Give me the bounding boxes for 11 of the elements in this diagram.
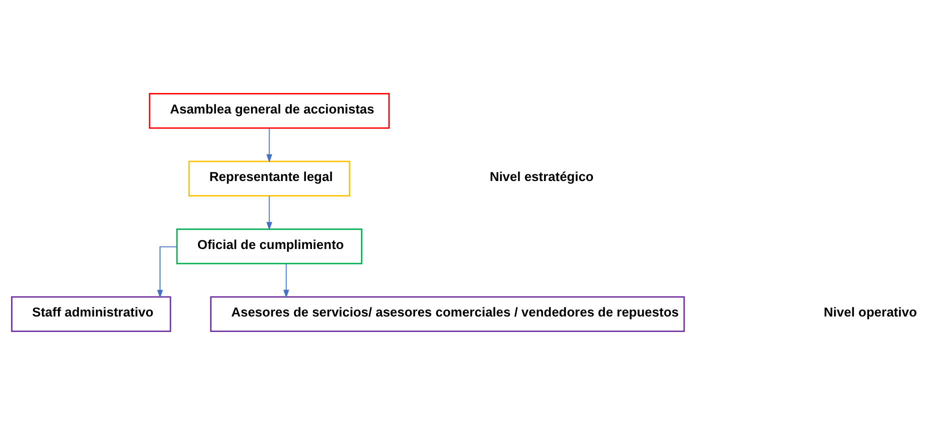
label: Nivel estratégico bbox=[490, 169, 594, 184]
node-box: Asamblea general de accionistas bbox=[148, 93, 390, 129]
arrow bbox=[283, 263, 290, 298]
label: Nivel operativo bbox=[824, 304, 917, 320]
arrow bbox=[157, 246, 178, 298]
arrow bbox=[266, 128, 272, 163]
arrow bbox=[266, 196, 272, 230]
node-box: Staff administrativo bbox=[11, 296, 172, 332]
node-box: Oficial de cumplimiento bbox=[176, 228, 362, 264]
node-box: Representante legal bbox=[188, 160, 350, 196]
node-box: Asesores de servicios/ asesores comerciales / vendedores de repuestos bbox=[210, 296, 685, 332]
